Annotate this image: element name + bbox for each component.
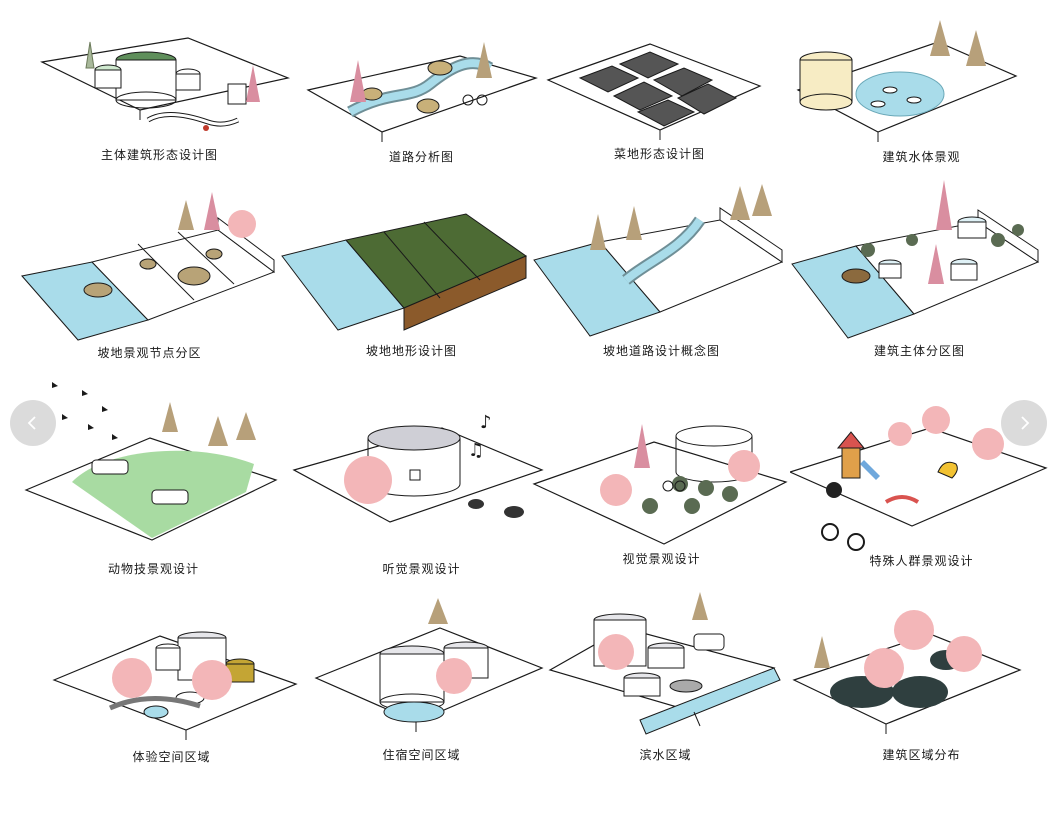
next-image-button[interactable]	[1001, 400, 1047, 446]
illustration	[306, 42, 538, 142]
panel-caption: 体验空间区域	[132, 750, 211, 764]
panel-caption: 坡地道路设计概念图	[602, 344, 720, 358]
illustration	[546, 43, 762, 140]
panel-building-water: 建筑水体景观	[790, 20, 1053, 170]
panel-animal-landscape: 动物技景观设计	[22, 372, 285, 582]
illustration	[24, 382, 278, 541]
illustration	[21, 192, 276, 341]
illustration	[533, 184, 784, 337]
panel-caption: 坡地景观节点分区	[97, 346, 202, 360]
panel-caption: 坡地地形设计图	[365, 344, 457, 358]
illustration	[548, 592, 781, 735]
panel-special-groups: 特殊人群景观设计	[790, 372, 1053, 582]
svg-text:♪: ♪	[480, 412, 492, 433]
panel-slope-nodes: 坡地景观节点分区	[18, 180, 281, 365]
chevron-right-icon	[1021, 416, 1030, 430]
panel-experience-space: 体验空间区域	[40, 588, 303, 778]
illustration	[796, 20, 1018, 142]
panel-slope-road-concept: 坡地道路设计概念图	[530, 180, 793, 365]
illustration	[791, 180, 1040, 339]
illustration	[281, 213, 528, 331]
illustration	[314, 598, 544, 732]
panel-caption: 建筑区域分布	[882, 748, 961, 762]
panel-slope-terrain: 坡地地形设计图	[280, 180, 543, 365]
illustration	[790, 406, 1048, 551]
previous-image-button[interactable]	[10, 400, 56, 446]
panel-auditory-landscape: ♪ ♫ 听觉景观设计	[290, 372, 553, 582]
illustration	[52, 631, 298, 740]
panel-caption: 道路分析图	[388, 150, 454, 164]
illustration	[792, 610, 1022, 734]
panel-caption: 听觉景观设计	[382, 562, 461, 576]
panel-accommodation-space: 住宿空间区域	[290, 588, 553, 778]
panel-caption: 菜地形态设计图	[613, 147, 705, 161]
panel-visual-landscape: 视觉景观设计	[530, 372, 793, 582]
illustration	[40, 37, 291, 131]
panel-building-distribution: 建筑区域分布	[790, 588, 1053, 778]
panel-caption: 建筑主体分区图	[873, 344, 965, 358]
illustration	[532, 424, 788, 545]
panel-caption: 动物技景观设计	[107, 562, 199, 576]
panel-caption: 特殊人群景观设计	[869, 554, 974, 568]
chevron-left-icon	[27, 416, 36, 430]
panel-waterfront-area: 滨水区域	[534, 588, 797, 778]
panel-caption: 建筑水体景观	[882, 150, 961, 164]
panel-vegetable-plot: 菜地形态设计图	[528, 20, 791, 170]
panel-building-zoning: 建筑主体分区图	[788, 180, 1051, 365]
svg-text:♫: ♫	[468, 440, 484, 461]
panel-caption: 滨水区域	[639, 748, 692, 762]
panel-caption: 主体建筑形态设计图	[100, 148, 218, 162]
panel-caption: 视觉景观设计	[622, 552, 701, 566]
panel-road-analysis: 道路分析图	[290, 20, 553, 170]
panel-main-building-form: 主体建筑形态设计图	[28, 20, 291, 170]
illustration: ♪ ♫	[292, 412, 544, 523]
panel-caption: 住宿空间区域	[382, 748, 461, 762]
